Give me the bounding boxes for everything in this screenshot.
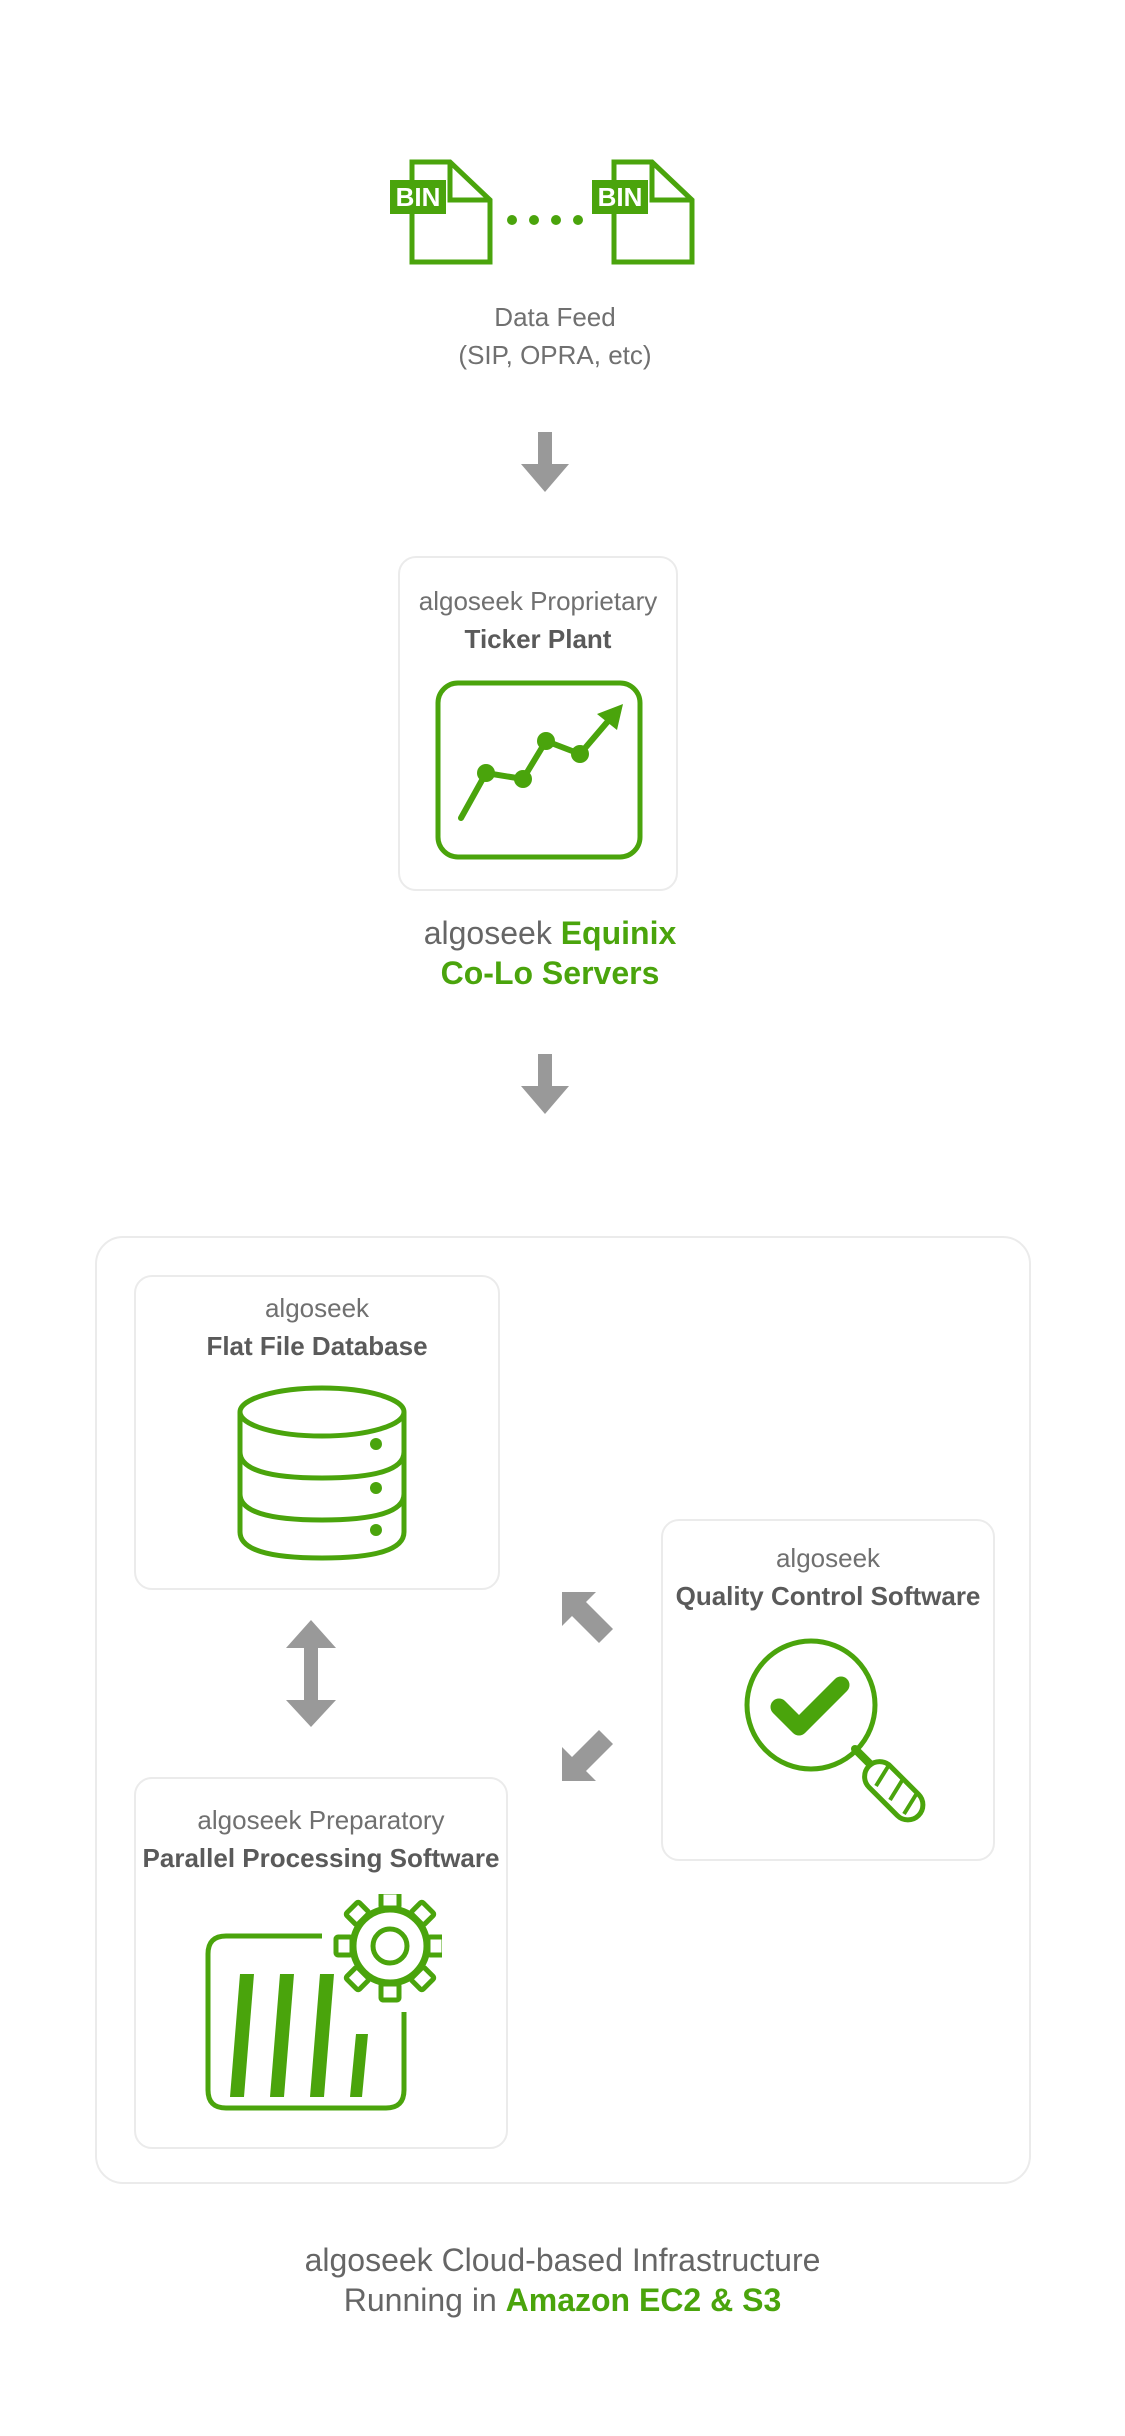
cloud-caption-prefix: Running in [343,2282,497,2318]
ticker-plant-line2: Ticker Plant [464,624,612,654]
ellipsis-dots-icon [507,215,583,225]
parallel-processing-line2: Parallel Processing Software [142,1843,500,1873]
flat-file-db-line1: algoseek [264,1293,370,1323]
flat-file-database-box: algoseek Flat File Database [134,1275,500,1590]
database-icon [237,1385,407,1561]
data-feed-title: Data Feed [494,302,616,332]
ticker-plant-box: algoseek Proprietary Ticker Plant [398,556,678,891]
parallel-processing-box: algoseek Preparatory Parallel Processing… [134,1777,508,2149]
arrow-diagonal-down-left-icon [562,1730,613,1781]
bin-file-icon-left: BIN [390,159,493,265]
quality-control-line2: Quality Control Software [675,1581,981,1611]
bin-badge-left: BIN [396,182,441,212]
arrow-down-icon [521,1054,569,1114]
colo-prefix: algoseek [423,915,552,951]
parallel-processing-line1: algoseek Preparatory [197,1805,445,1835]
line-chart-icon [435,680,643,860]
quality-control-box: algoseek Quality Control Software [661,1519,995,1861]
checkmark-magnifier-icon [744,1638,926,1823]
bar-gear-icon [205,1894,442,2111]
bin-badge-right: BIN [598,182,643,212]
data-feed-label: Data Feed (SIP, OPRA, etc) [400,298,710,374]
quality-control-line1: algoseek [775,1543,881,1573]
arrow-diagonal-up-left-icon [562,1592,613,1643]
cloud-caption: algoseek Cloud-based Infrastructure Runn… [200,2240,925,2320]
flat-file-db-line2: Flat File Database [206,1331,428,1361]
colo-highlight-1: Equinix [560,915,677,951]
data-feed-subtitle: (SIP, OPRA, etc) [458,340,652,370]
cloud-caption-highlight: Amazon EC2 & S3 [505,2282,782,2318]
cloud-caption-line1: algoseek Cloud-based Infrastructure [304,2242,821,2278]
ticker-plant-line1: algoseek Proprietary [418,586,658,616]
bin-file-icon-right: BIN [592,159,695,265]
arrow-double-vertical-icon [286,1620,336,1727]
colo-highlight-2: Co-Lo Servers [440,955,660,991]
arrow-down-icon [521,432,569,492]
colo-label: algoseek Equinix Co-Lo Servers [380,913,720,993]
